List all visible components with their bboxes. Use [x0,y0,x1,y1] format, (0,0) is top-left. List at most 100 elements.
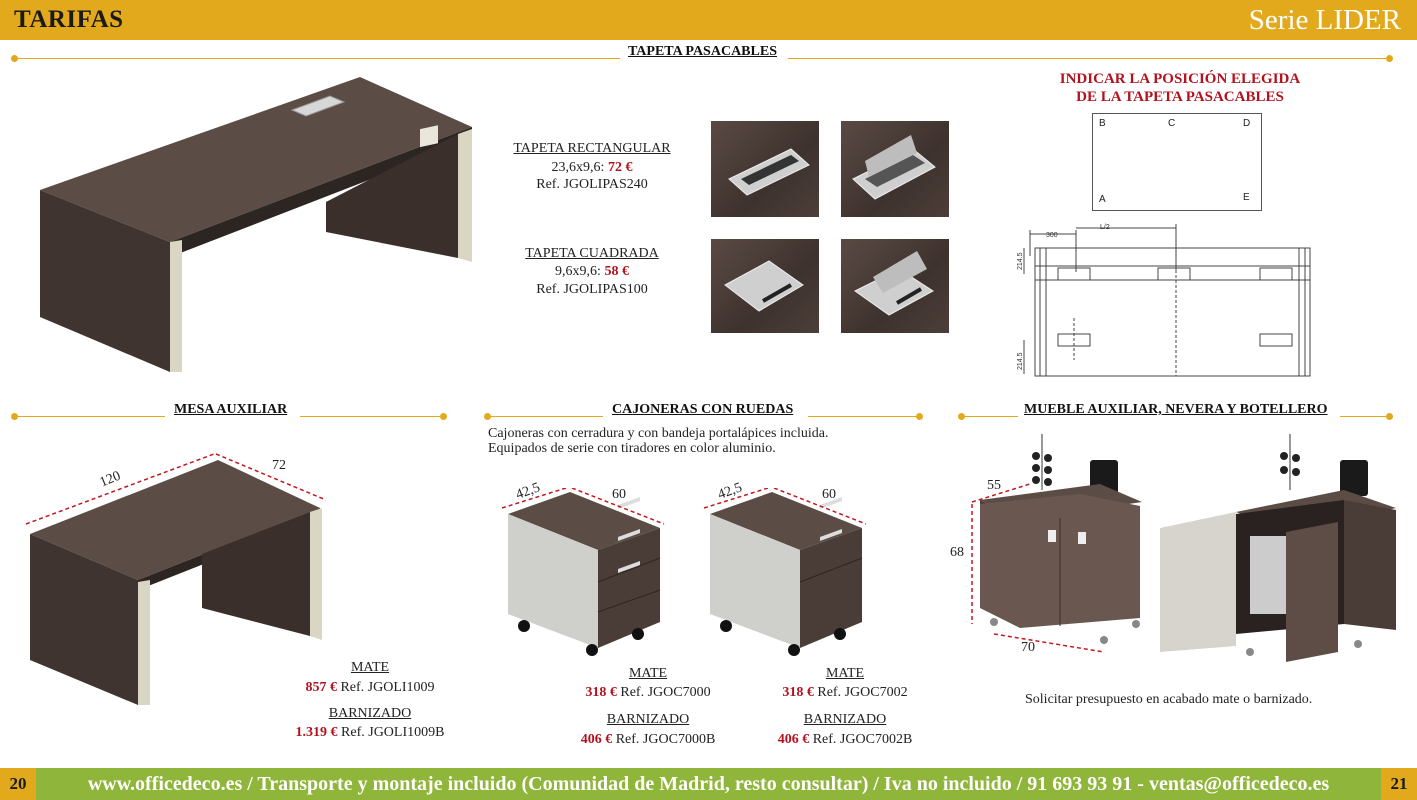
rule-dot [11,413,18,420]
cajonera-3-drawers-illustration [501,488,665,656]
mesa-mate-ref: Ref. JGOLI1009 [340,680,435,695]
rule-dot [1386,413,1393,420]
tapeta-rect-closed-photo [711,121,819,217]
rule-dot [11,55,18,62]
position-title-line1: INDICAR LA POSICIÓN ELEGIDA [1059,71,1301,87]
mueble-section-title: MUEBLE AUXILIAR, NEVERA Y BOTELLERO [1024,402,1328,417]
cajonera1-barn-line: 406 € Ref. JGOC7000B [558,732,738,748]
cajonera2-barn-label: BARNIZADO [803,712,887,727]
dim-300-label: 300 [1046,232,1058,239]
rule-dot [916,413,923,420]
header-bar: TARIFAS Serie LIDER [0,0,1417,40]
section-rule [300,416,440,417]
rule-dot [440,413,447,420]
cajonera1-dim-b: 60 [612,487,626,502]
position-label-e: E [1243,192,1250,203]
cajonera1-barn-price: 406 € [580,732,613,747]
desk-top-surface [40,77,472,242]
tapeta-square-open-photo [841,239,949,333]
tapeta-square-name: TAPETA CUADRADA [525,246,659,261]
header-right-title: Serie LIDER [1248,4,1401,36]
technical-drawing: 300 L/2 214.5 214.5 [1017,224,1311,377]
mesa-barn-label: BARNIZADO [328,706,412,721]
mesa-barn-price: 1.319 € [295,725,338,740]
cajoneras-desc-line2: Equipados de serie con tiradores en colo… [488,441,776,456]
mesa-dim-depth: 72 [272,458,286,473]
mesa-section-title: MESA AUXILIAR [174,402,288,417]
rule-dot [958,413,965,420]
tapeta-square-price: 58 € [604,264,629,279]
cajonera1-mate-line: 318 € Ref. JGOC7000 [558,685,738,701]
mueble-open-illustration [1160,434,1396,662]
rule-dot [484,413,491,420]
cajonera1-barn-label: BARNIZADO [606,712,690,727]
cajonera2-barn-line: 406 € Ref. JGOC7002B [755,732,935,748]
section-rule [15,58,620,59]
header-left-title: TARIFAS [14,6,124,33]
mesa-mate-label: MATE [350,660,390,675]
cajonera1-mate-ref: Ref. JGOC7000 [620,685,711,700]
tapeta-rect-price: 72 € [607,160,633,175]
mueble-dim-70: 70 [1021,640,1035,655]
tapeta-rect-dims-line: 23,6x9,6: 72 € [500,160,684,176]
bottle-rack-icon [1032,434,1052,490]
dim-l2-label: L/2 [1100,224,1110,231]
mueble-dim-55: 55 [987,478,1001,493]
mesa-illustration [25,453,327,705]
section-rule [1340,416,1388,417]
cajoneras-desc-line1: Cajoneras con cerradura y con bandeja po… [488,426,829,441]
cajonera1-mate-label: MATE [628,666,668,681]
cable-grommet [420,125,438,148]
section-rule [488,416,603,417]
cajonera2-dim-b: 60 [822,487,836,502]
position-title-line2: DE LA TAPETA PASACABLES [1076,89,1284,105]
mesa-mate-line: 857 € Ref. JGOLI1009 [290,680,450,696]
section-rule [808,416,918,417]
cajoneras-section-title: CAJONERAS CON RUEDAS [612,402,794,417]
section-rule [788,58,1388,59]
page-number-right: 21 [1381,768,1417,800]
dim-214-top-label: 214.5 [1017,252,1024,270]
cajonera2-barn-price: 406 € [777,732,810,747]
position-label-c: C [1168,118,1176,129]
position-label-d: D [1243,118,1251,129]
position-label-b: B [1099,118,1106,129]
tapeta-square-ref: Ref. JGOLIPAS100 [536,282,648,297]
mesa-mate-price: 857 € [305,680,337,695]
cajonera-2-drawers-illustration [703,488,867,656]
position-diagram-box: B C D A E [1092,113,1262,211]
cajonera2-mate-price: 318 € [782,685,814,700]
cajonera2-mate-line: 318 € Ref. JGOC7002 [755,685,935,701]
dim-214-bottom-label: 214.5 [1017,352,1024,370]
footer-bar [0,768,1417,800]
fridge-icon [1250,536,1288,614]
page-number-left: 20 [0,768,36,800]
tapeta-rect-name: TAPETA RECTANGULAR [513,141,671,156]
cajonera2-barn-ref: Ref. JGOC7002B [812,732,913,747]
open-left-door [1160,512,1236,652]
cajonera1-mate-price: 318 € [585,685,617,700]
mueble-note: Solicitar presupuesto en acabado mate o … [1025,692,1313,707]
footer-contact-text: www.officedeco.es / Transporte y montaje… [87,773,1330,795]
tapeta-square-dims-line: 9,6x9,6: 58 € [500,264,684,280]
desk-front-panel [40,190,170,372]
mesa-barn-ref: Ref. JGOLI1009B [341,725,445,740]
tapeta-rect-open-photo [841,121,949,217]
tapeta-rect-ref: Ref. JGOLIPAS240 [536,177,648,192]
mesa-barn-line: 1.319 € Ref. JGOLI1009B [280,725,460,741]
open-bottle-drawer [1286,522,1338,662]
tapeta-on-desk [290,95,346,117]
tapeta-square-dims: 9,6x9,6: [555,264,601,279]
cajonera2-mate-ref: Ref. JGOC7002 [817,685,908,700]
mueble-closed-illustration [971,434,1142,653]
cajonera1-barn-ref: Ref. JGOC7000B [615,732,716,747]
position-label-a: A [1099,194,1106,205]
desk-illustration [40,77,472,372]
coffee-machine-icon [1340,460,1368,496]
section-rule [15,416,165,417]
tapeta-section-title: TAPETA PASACABLES [628,44,777,59]
section-rule [962,416,1018,417]
tapeta-rect-dims: 23,6x9,6: [551,160,605,175]
tapeta-square-closed-photo [711,239,819,333]
cajonera2-mate-label: MATE [825,666,865,681]
